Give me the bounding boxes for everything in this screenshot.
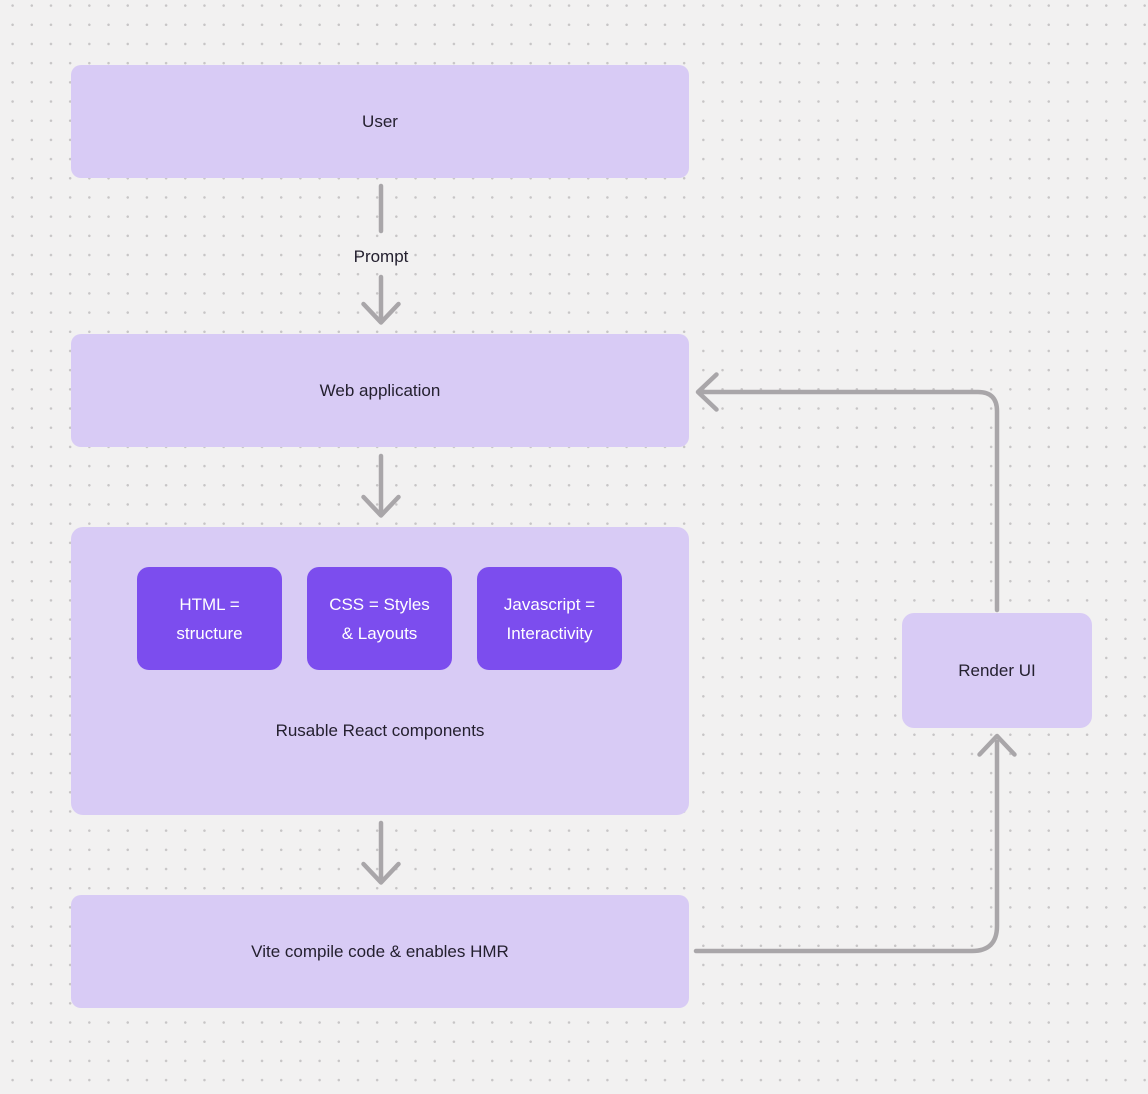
node-css-label: CSS = Styles & Layouts	[329, 594, 430, 643]
arrowhead-up-icon	[977, 733, 1017, 757]
components-group-caption: Rusable React components	[275, 721, 485, 740]
node-vite-label: Vite compile code & enables HMR	[251, 941, 509, 961]
node-html-label: HTML = structure	[176, 594, 243, 643]
node-user: User	[71, 65, 689, 178]
edge-components-to-vite	[361, 820, 401, 885]
edge-web-application-to-components	[361, 453, 401, 518]
edge-label-prompt: Prompt	[353, 247, 409, 266]
node-javascript-label: Javascript = Interactivity	[503, 594, 596, 643]
node-render-ui: Render UI	[902, 613, 1092, 728]
node-javascript: Javascript = Interactivity	[477, 567, 622, 670]
arrowhead-left-icon	[695, 372, 719, 412]
arrowhead-down-icon	[361, 301, 401, 325]
node-vite: Vite compile code & enables HMR	[71, 895, 689, 1008]
node-html: HTML = structure	[137, 567, 282, 670]
node-web-application: Web application	[71, 334, 689, 447]
edge-user-to-web-application	[361, 183, 401, 325]
node-css: CSS = Styles & Layouts	[307, 567, 452, 670]
arrowhead-down-icon	[361, 494, 401, 518]
node-render-ui-label: Render UI	[958, 660, 1036, 680]
node-web-application-label: Web application	[319, 380, 441, 400]
edge-render-ui-to-web-application	[695, 372, 1000, 613]
node-user-label: User	[362, 111, 398, 131]
edge-vite-to-render-ui	[693, 733, 1017, 954]
arrowhead-down-icon	[361, 861, 401, 885]
